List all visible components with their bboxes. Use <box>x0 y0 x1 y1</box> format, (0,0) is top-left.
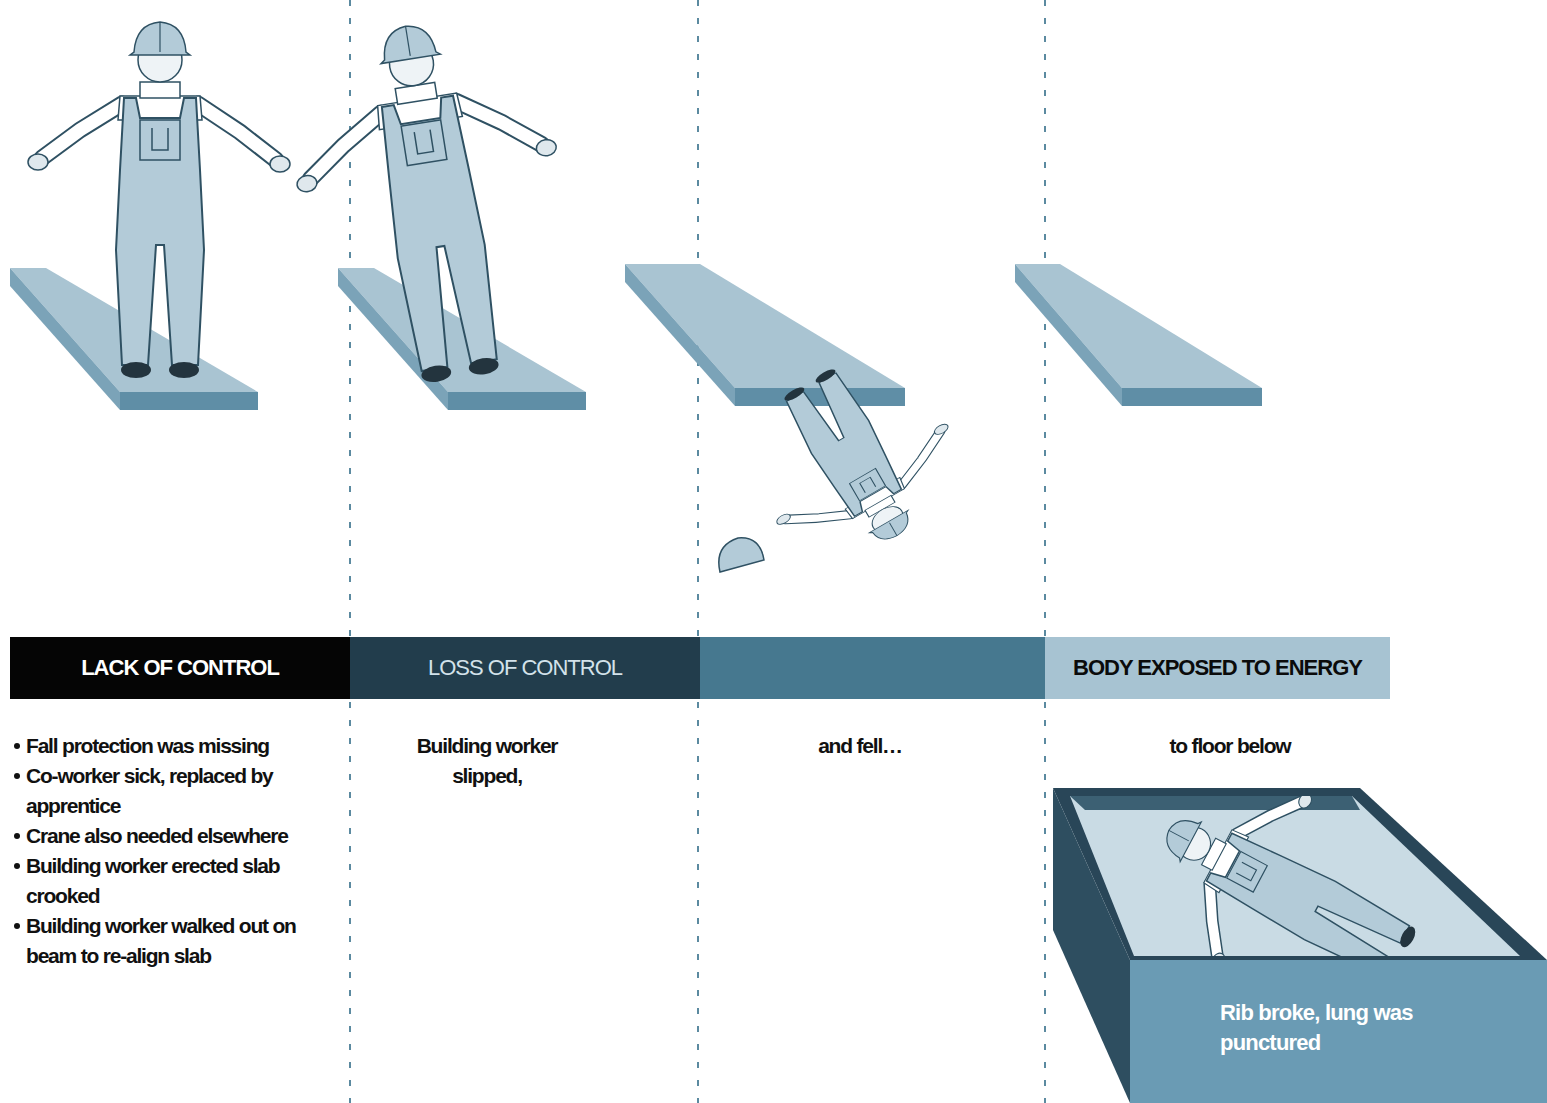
injury-box: Rib broke, lung was punctured <box>1130 960 1547 1103</box>
cause-item: Building worker walked out on beam to re… <box>26 911 342 971</box>
worker-slipping <box>275 6 589 399</box>
stage-band: LACK OF CONTROL <box>10 637 350 699</box>
bullet-dot <box>14 833 20 839</box>
stage-caption: to floor below <box>1115 731 1345 761</box>
band-heading: BODY EXPOSED TO ENERGY <box>1073 655 1362 681</box>
band-heading: LOSS OF CONTROL <box>428 655 622 681</box>
bullet-dot <box>14 863 20 869</box>
cause-row: Building worker walked out on beam to re… <box>12 911 342 971</box>
bullet-dot <box>14 773 20 779</box>
cause-item: Fall protection was missing <box>26 731 269 761</box>
beam-slab <box>1015 264 1262 406</box>
stage-caption: and fell… <box>760 731 960 761</box>
floor-pit <box>1053 744 1547 1103</box>
cause-row: Fall protection was missing <box>12 731 342 761</box>
stage-band: LOSS OF CONTROL <box>350 637 700 699</box>
cause-row: Co-worker sick, replaced by apprentice <box>12 761 342 821</box>
stage-band <box>700 637 1045 699</box>
worker-falling <box>724 332 983 584</box>
cause-list: Fall protection was missingCo-worker sic… <box>12 731 342 971</box>
beam-slab <box>625 264 905 406</box>
falling-helmet <box>719 538 764 572</box>
injury-note: Rib broke, lung was punctured <box>1220 998 1420 1058</box>
band-heading: LACK OF CONTROL <box>81 655 279 681</box>
cause-item: Co-worker sick, replaced by apprentice <box>26 761 342 821</box>
worker-standing <box>28 22 290 378</box>
stage-band: BODY EXPOSED TO ENERGY <box>1045 637 1390 699</box>
stage-caption: Building worker slipped, <box>402 731 572 791</box>
cause-item: Crane also needed elsewhere <box>26 821 288 851</box>
cause-row: Building worker erected slab crooked <box>12 851 342 911</box>
bullet-dot <box>14 923 20 929</box>
cause-row: Crane also needed elsewhere <box>12 821 342 851</box>
bullet-dot <box>14 743 20 749</box>
cause-item: Building worker erected slab crooked <box>26 851 342 911</box>
